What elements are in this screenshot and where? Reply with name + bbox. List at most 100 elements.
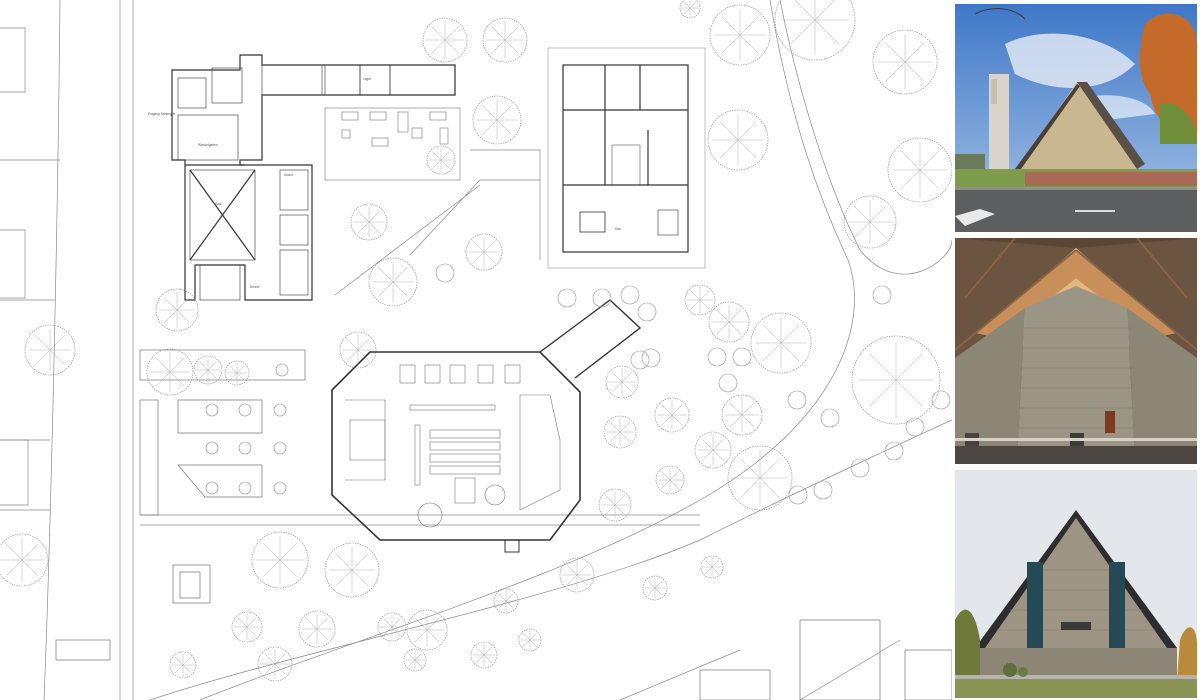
tree-branch [529, 633, 537, 641]
tree [251, 531, 309, 589]
tree-branch [392, 281, 408, 297]
tree-branch [207, 369, 217, 379]
tree-branch [237, 617, 248, 628]
shrub [820, 408, 840, 428]
tree [465, 233, 503, 271]
tree [518, 628, 542, 652]
tree-branch [780, 342, 800, 362]
tree-branch [34, 334, 51, 351]
tree [708, 301, 750, 343]
tree [654, 397, 690, 433]
tree-branch [34, 349, 51, 366]
tree-branch [739, 16, 759, 36]
label-saal: Saal [215, 202, 222, 206]
tree-branch [236, 372, 245, 381]
tree-branch [156, 358, 171, 373]
tree [655, 465, 685, 495]
tree-branch [199, 369, 209, 379]
shrub [557, 288, 577, 308]
tree-branch [612, 372, 623, 383]
shrub [592, 288, 612, 308]
tree-branch [621, 372, 632, 383]
tree-branch [671, 414, 683, 426]
tree-branch [741, 402, 755, 416]
site-plan: Eingang Nebengeb. Wandelgarten Saal Küch… [0, 0, 952, 700]
tree [642, 575, 668, 601]
tree-branch [505, 593, 514, 602]
tree-branch [729, 402, 743, 416]
tree-branch [6, 559, 23, 576]
tree [684, 284, 716, 316]
tree-branch [529, 639, 537, 647]
tree-branch [164, 309, 178, 323]
tree-branch [482, 105, 498, 121]
tree [406, 609, 448, 651]
tree-branch [414, 659, 422, 667]
plaza [55, 349, 306, 661]
tree [339, 331, 377, 369]
tree [0, 533, 49, 587]
shrub [620, 285, 640, 305]
tree-branch [207, 361, 217, 371]
tree-branch [496, 119, 512, 135]
tree-branch [483, 654, 492, 663]
tree-branch [432, 159, 442, 169]
tree-branch [702, 439, 714, 451]
tree-branch [274, 653, 286, 665]
community-building [171, 54, 456, 301]
tree [146, 348, 194, 396]
tree-branch [351, 553, 369, 571]
tree-branch [426, 617, 440, 631]
label-kita: Kita [615, 227, 621, 231]
tree-branch [654, 580, 663, 589]
tree-branch [721, 16, 741, 36]
tree-branch [426, 629, 440, 643]
tree-branch [705, 566, 713, 574]
tree-branch [621, 381, 632, 392]
tree-branch [619, 422, 630, 433]
tree-branch [383, 618, 393, 628]
shrub [788, 485, 808, 505]
tree-branch [383, 626, 393, 636]
tree-branch [762, 342, 782, 362]
tree-branch [316, 628, 328, 640]
tree-branch [414, 653, 422, 661]
tree-branch [483, 251, 495, 263]
tree-branch [737, 121, 757, 141]
tree-branch [900, 150, 921, 171]
tree-branch [610, 431, 621, 442]
plaza-tree [273, 481, 287, 495]
tree-branch [614, 504, 625, 515]
tree [470, 641, 498, 669]
tree-branch [498, 593, 507, 602]
tree-branch [699, 290, 710, 301]
tree [679, 0, 701, 19]
tree-branch [169, 358, 184, 373]
tree-branch [669, 479, 679, 489]
tree-branch [482, 119, 498, 135]
tree-branch [790, 19, 816, 45]
tree-branch [391, 618, 401, 628]
tree-branch [414, 629, 428, 643]
tree-branch [473, 241, 485, 253]
plaza-tree [205, 481, 219, 495]
shrub [884, 441, 904, 461]
tree [493, 588, 519, 614]
tree [426, 145, 456, 175]
tree-branch [49, 334, 66, 351]
tree-branch [566, 564, 578, 576]
photo-church-facade [955, 470, 1197, 698]
tree-branch [716, 309, 730, 323]
tree [603, 415, 637, 449]
tree-branch [661, 471, 671, 481]
tree-branch [814, 0, 836, 21]
tree [774, 0, 856, 61]
tree-branch [740, 477, 761, 498]
tree [224, 360, 250, 386]
label-lager: Lager [363, 77, 372, 81]
plaza-tree [205, 441, 219, 455]
tree-branch [612, 381, 623, 392]
tree-branch [335, 553, 353, 571]
tree-branch [357, 339, 369, 351]
tree-branch [229, 372, 238, 381]
